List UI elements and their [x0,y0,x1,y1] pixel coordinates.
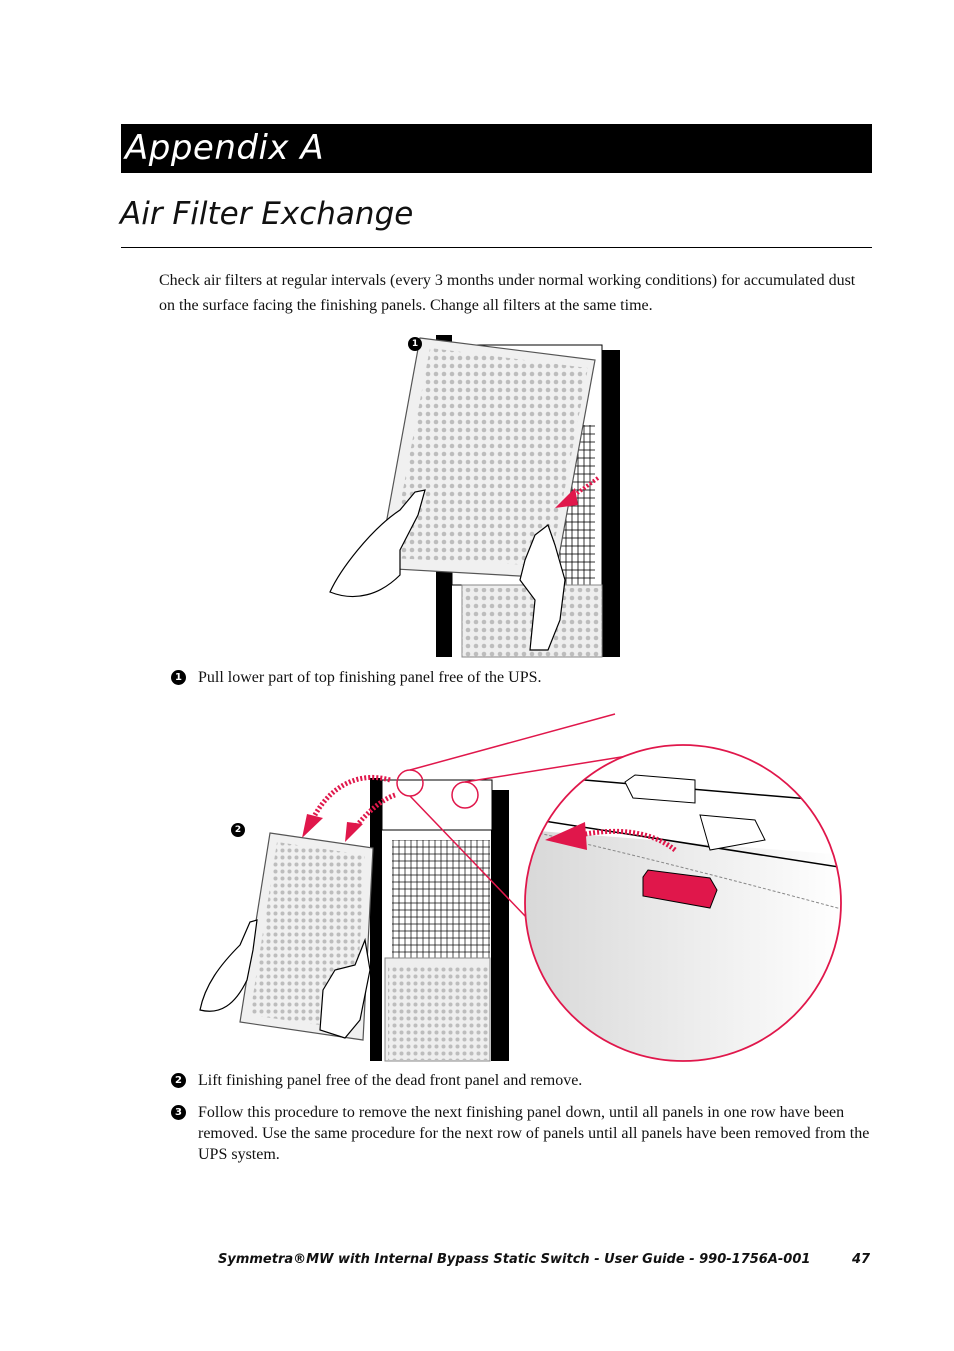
figure-2-panel-lift [199,713,842,1062]
figure-1-panel-pull [329,335,620,658]
page-number: 47 [852,1252,871,1267]
step-1-number: 1 [171,670,186,685]
step-2-number: 2 [171,1073,186,1088]
section-title: Air Filter Exchange [120,196,414,232]
step-1-text: Pull lower part of top finishing panel f… [198,669,542,686]
appendix-heading-bar: Appendix A [121,124,872,173]
step-3-text: Follow this procedure to remove the next… [198,1104,870,1163]
appendix-heading: Appendix A [125,128,325,168]
intro-paragraph: Check air filters at regular intervals (… [159,272,856,314]
step-3-number: 3 [171,1105,186,1120]
figure-1-callout: 1 [408,337,422,351]
step-2-text: Lift finishing panel free of the dead fr… [198,1072,583,1089]
footer-text: Symmetra®MW with Internal Bypass Static … [218,1252,811,1267]
figure-2-callout: 2 [231,823,245,837]
title-rule [121,247,872,248]
